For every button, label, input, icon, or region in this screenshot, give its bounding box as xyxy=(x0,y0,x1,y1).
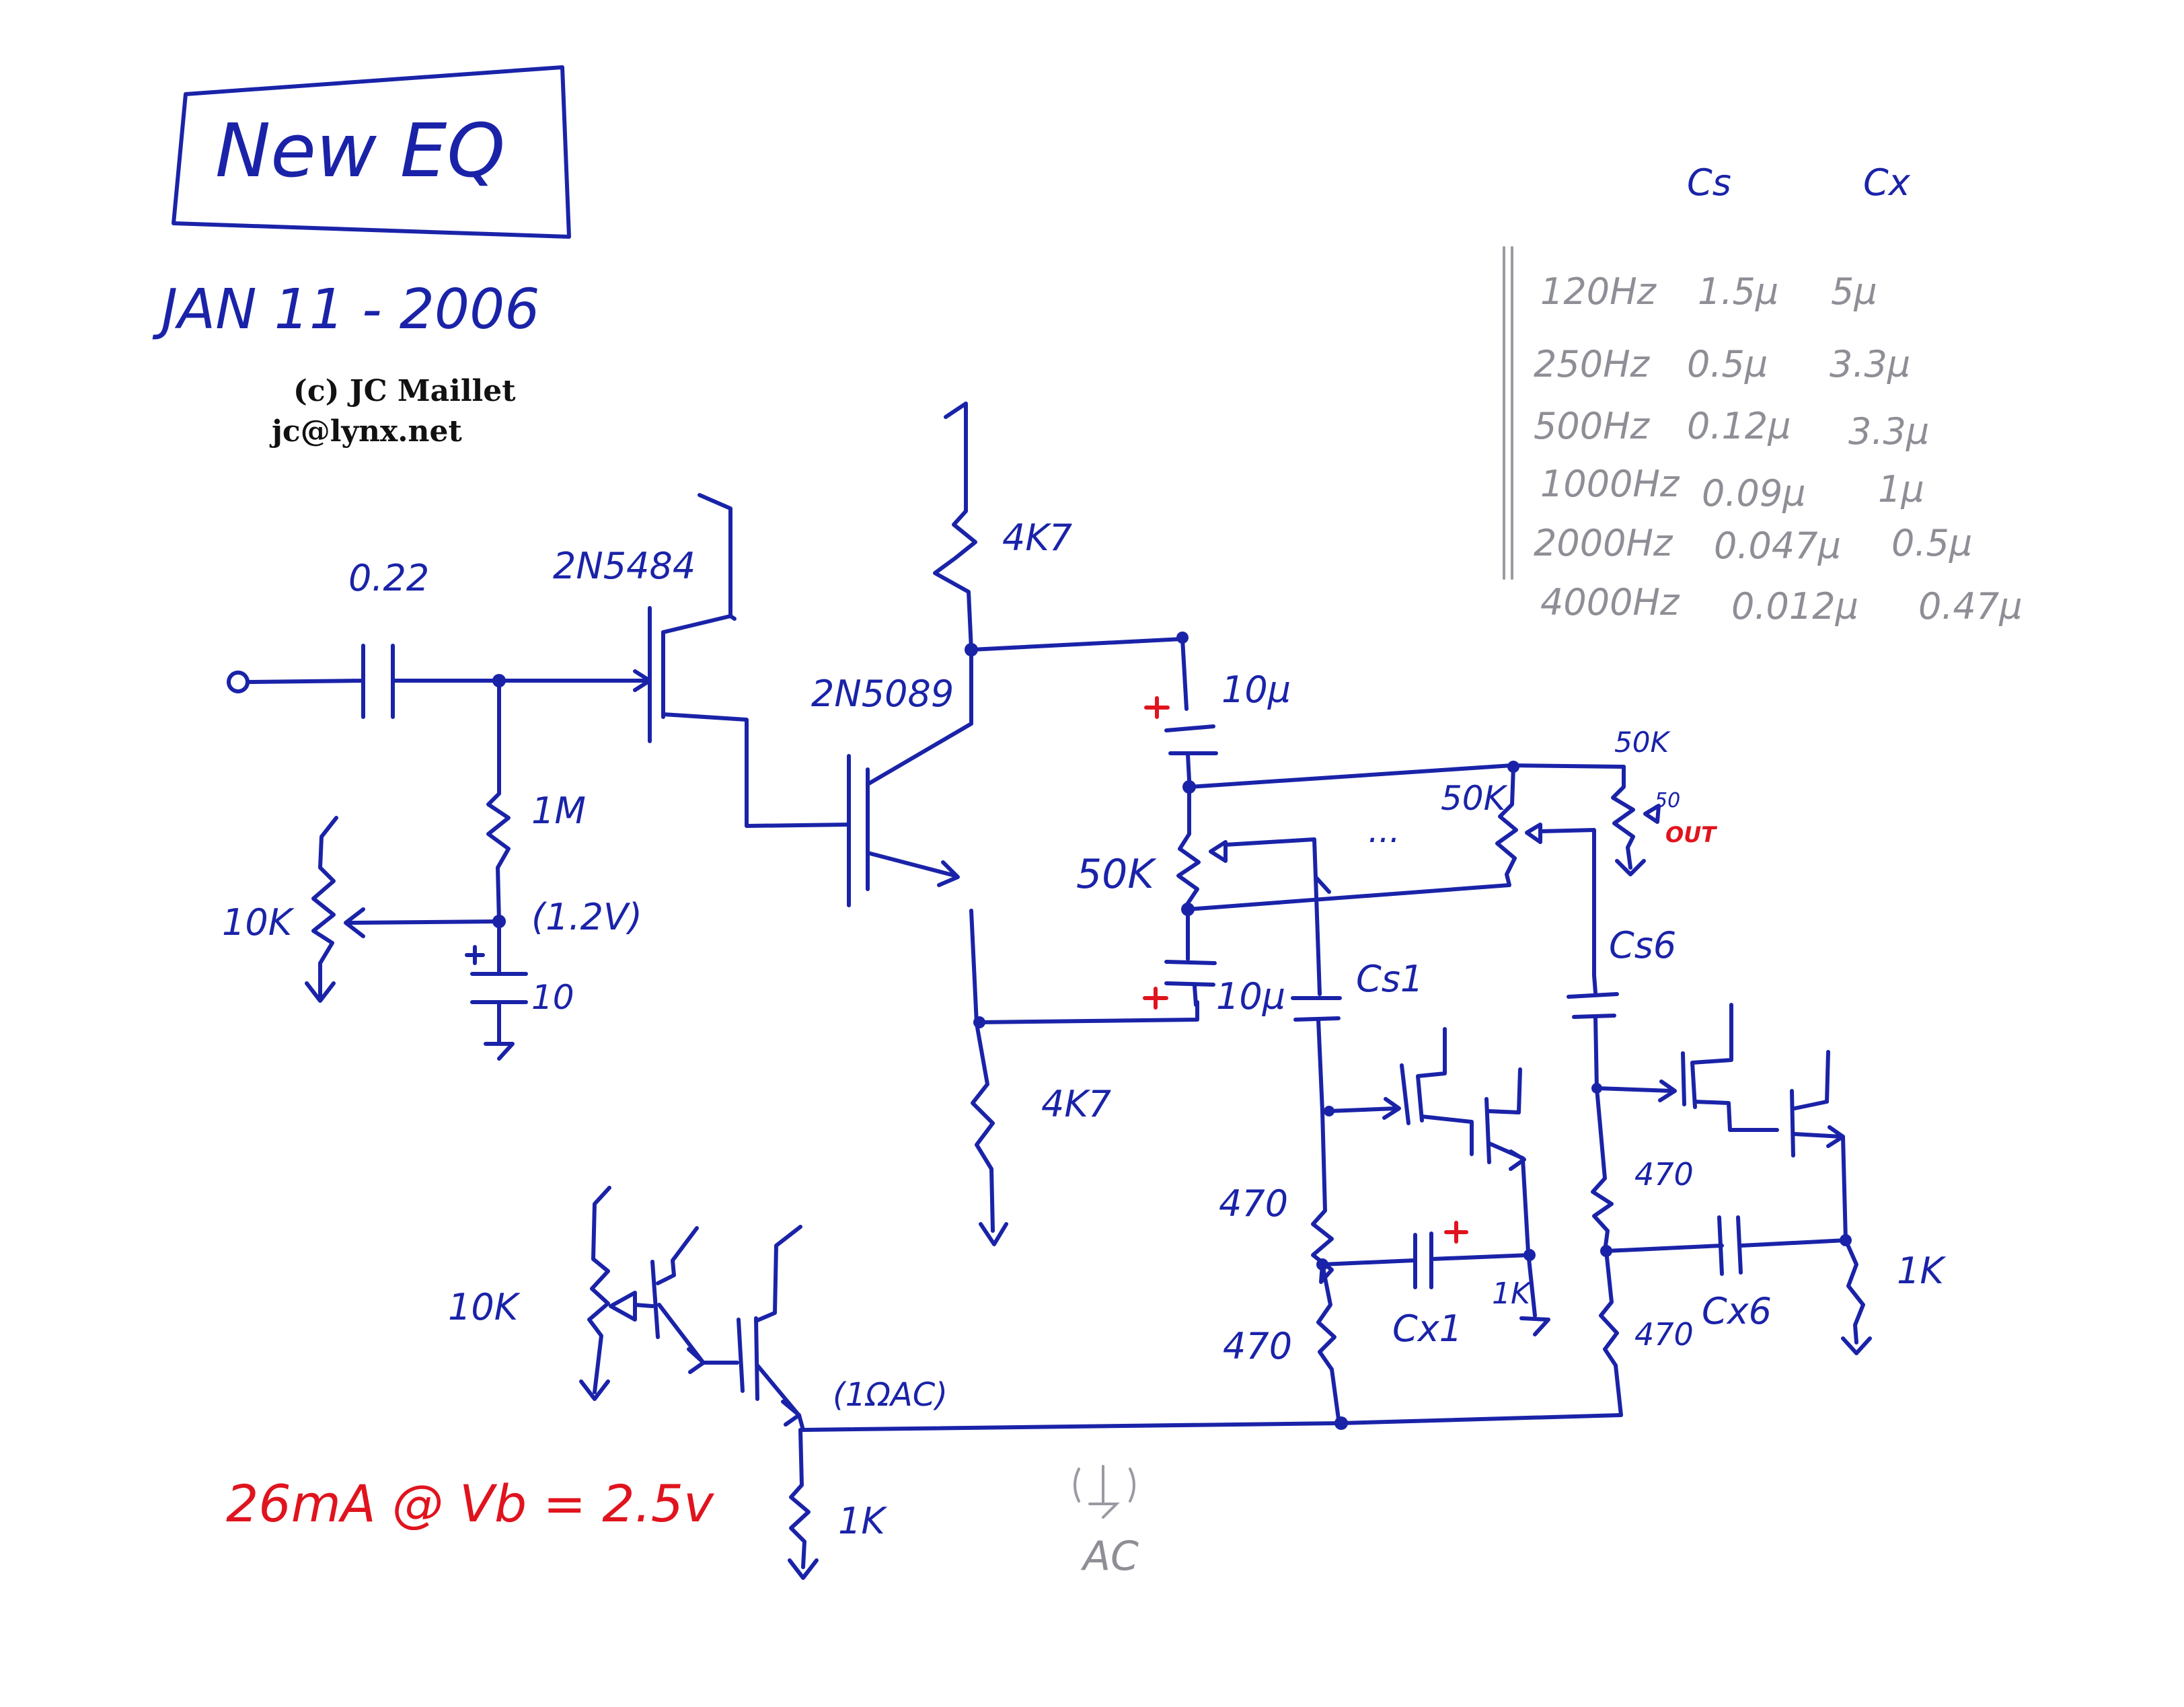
r-out-label: 50 xyxy=(1655,789,1680,812)
dots-label: ... xyxy=(1368,811,1400,850)
svg-text:1000Hz: 1000Hz xyxy=(1540,463,1680,505)
svg-text:250Hz: 250Hz xyxy=(1534,343,1651,385)
cs1-label: Cs1 xyxy=(1356,958,1423,1000)
band-6: Cs6 1K 470 Cx6 470 xyxy=(1567,924,1946,1417)
r10k-src-label: 10K xyxy=(448,1286,521,1328)
svg-text:120Hz: 120Hz xyxy=(1540,270,1657,313)
band-1: Cs1 1K 470 Cx1 470 xyxy=(1219,875,1550,1421)
svg-text:2000Hz: 2000Hz xyxy=(1534,522,1673,564)
svg-text:0.12µ: 0.12µ xyxy=(1687,405,1791,447)
src-imp-label: (1ΩAC) xyxy=(833,1376,948,1414)
cx1-label: Cx1 xyxy=(1392,1307,1462,1350)
r-trim-label: 10K xyxy=(222,901,295,944)
input-terminal xyxy=(227,671,250,693)
pot-out-label: 50K xyxy=(1614,726,1671,759)
r-emit-label: 4K7 xyxy=(1041,1083,1111,1125)
r1k-a-label: 1K xyxy=(1492,1277,1532,1311)
v-bias-label: (1.2V) xyxy=(531,896,642,938)
c-bot-label: 10µ xyxy=(1216,975,1285,1018)
table-row: 4000Hz 0.012µ 0.47µ xyxy=(1540,581,2023,628)
cs6-label: Cs6 xyxy=(1609,924,1676,966)
r470-a-label: 470 xyxy=(1219,1182,1288,1225)
c-in-label: 0.22 xyxy=(348,557,429,599)
svg-text:3.3µ: 3.3µ xyxy=(1848,410,1929,453)
c-top-label: 10µ xyxy=(1221,669,1291,711)
pot-1-label: 50K xyxy=(1076,851,1157,898)
jfet-label: 2N5484 xyxy=(553,545,695,587)
svg-text:1µ: 1µ xyxy=(1878,468,1924,510)
r-bias-label: 1M xyxy=(531,790,586,832)
svg-text:0.09µ: 0.09µ xyxy=(1702,472,1806,515)
table-row: 2000Hz 0.047µ 0.5µ xyxy=(1534,522,1972,567)
svg-text:0.5µ: 0.5µ xyxy=(1891,522,1972,564)
cx6-label: Cx6 xyxy=(1702,1290,1772,1332)
r470-d-label: 470 xyxy=(1634,1316,1694,1353)
date-text: JAN 11 - 2006 xyxy=(152,278,539,342)
c-bias-label: 10 xyxy=(531,978,574,1017)
frequency-table: Cs Cx 120Hz 1.5µ 5µ 250Hz 0.5µ 3.3µ 500H… xyxy=(1503,161,2023,628)
input-stage: 0.22 1M (1.2V) 10 10K xyxy=(222,557,652,1061)
svg-text:5µ: 5µ xyxy=(1831,270,1877,313)
svg-text:0.47µ: 0.47µ xyxy=(1918,585,2023,628)
table-row: 120Hz 1.5µ 5µ xyxy=(1540,270,1877,313)
r470-b-label: 470 xyxy=(1223,1325,1292,1367)
r-coll-label: 4K7 xyxy=(1002,517,1072,559)
svg-text:1.5µ: 1.5µ xyxy=(1698,270,1778,313)
svg-text:4000Hz: 4000Hz xyxy=(1540,581,1680,623)
bjt-label: 2N5089 xyxy=(811,673,954,715)
source-stage: 10K (1ΩAC) 1K xyxy=(448,1186,1623,1580)
svg-text:0.047µ: 0.047µ xyxy=(1714,525,1841,567)
table-row: 500Hz 0.12µ 3.3µ xyxy=(1534,405,1929,453)
title-text: New EQ xyxy=(215,108,505,194)
r1k-tail-label: 1K xyxy=(838,1500,887,1542)
pot-network: 10µ 50K 50K ... 10µ 50K 50 OUT xyxy=(1076,669,1717,1018)
svg-text:0.012µ: 0.012µ xyxy=(1731,585,1858,628)
r1k-b-label: 1K xyxy=(1897,1250,1946,1292)
r470-c-label: 470 xyxy=(1634,1156,1694,1192)
table-row: 1000Hz 0.09µ 1µ xyxy=(1540,463,1924,515)
ac-ground: AC xyxy=(1074,1465,1139,1580)
table-header-cx: Cx xyxy=(1863,161,1911,204)
svg-text:0.5µ: 0.5µ xyxy=(1687,343,1768,385)
pot-n-label: 50K xyxy=(1441,779,1509,818)
title-block: New EQ xyxy=(172,65,571,239)
email-text: jc@lynx.net xyxy=(269,414,463,449)
svg-text:500Hz: 500Hz xyxy=(1534,405,1651,447)
ac-ground-label: AC xyxy=(1080,1533,1139,1580)
table-row: 250Hz 0.5µ 3.3µ xyxy=(1534,343,1910,385)
bias-note: 26mA @ Vb = 2.5v xyxy=(226,1474,714,1533)
table-header-cs: Cs xyxy=(1687,161,1731,204)
out-label: OUT xyxy=(1665,822,1717,847)
transistor-stage: 2N5484 2N5089 4K7 4K7 xyxy=(553,402,1199,1246)
svg-text:3.3µ: 3.3µ xyxy=(1830,343,1910,385)
copyright-text: (c) JC Maillet xyxy=(293,374,516,408)
